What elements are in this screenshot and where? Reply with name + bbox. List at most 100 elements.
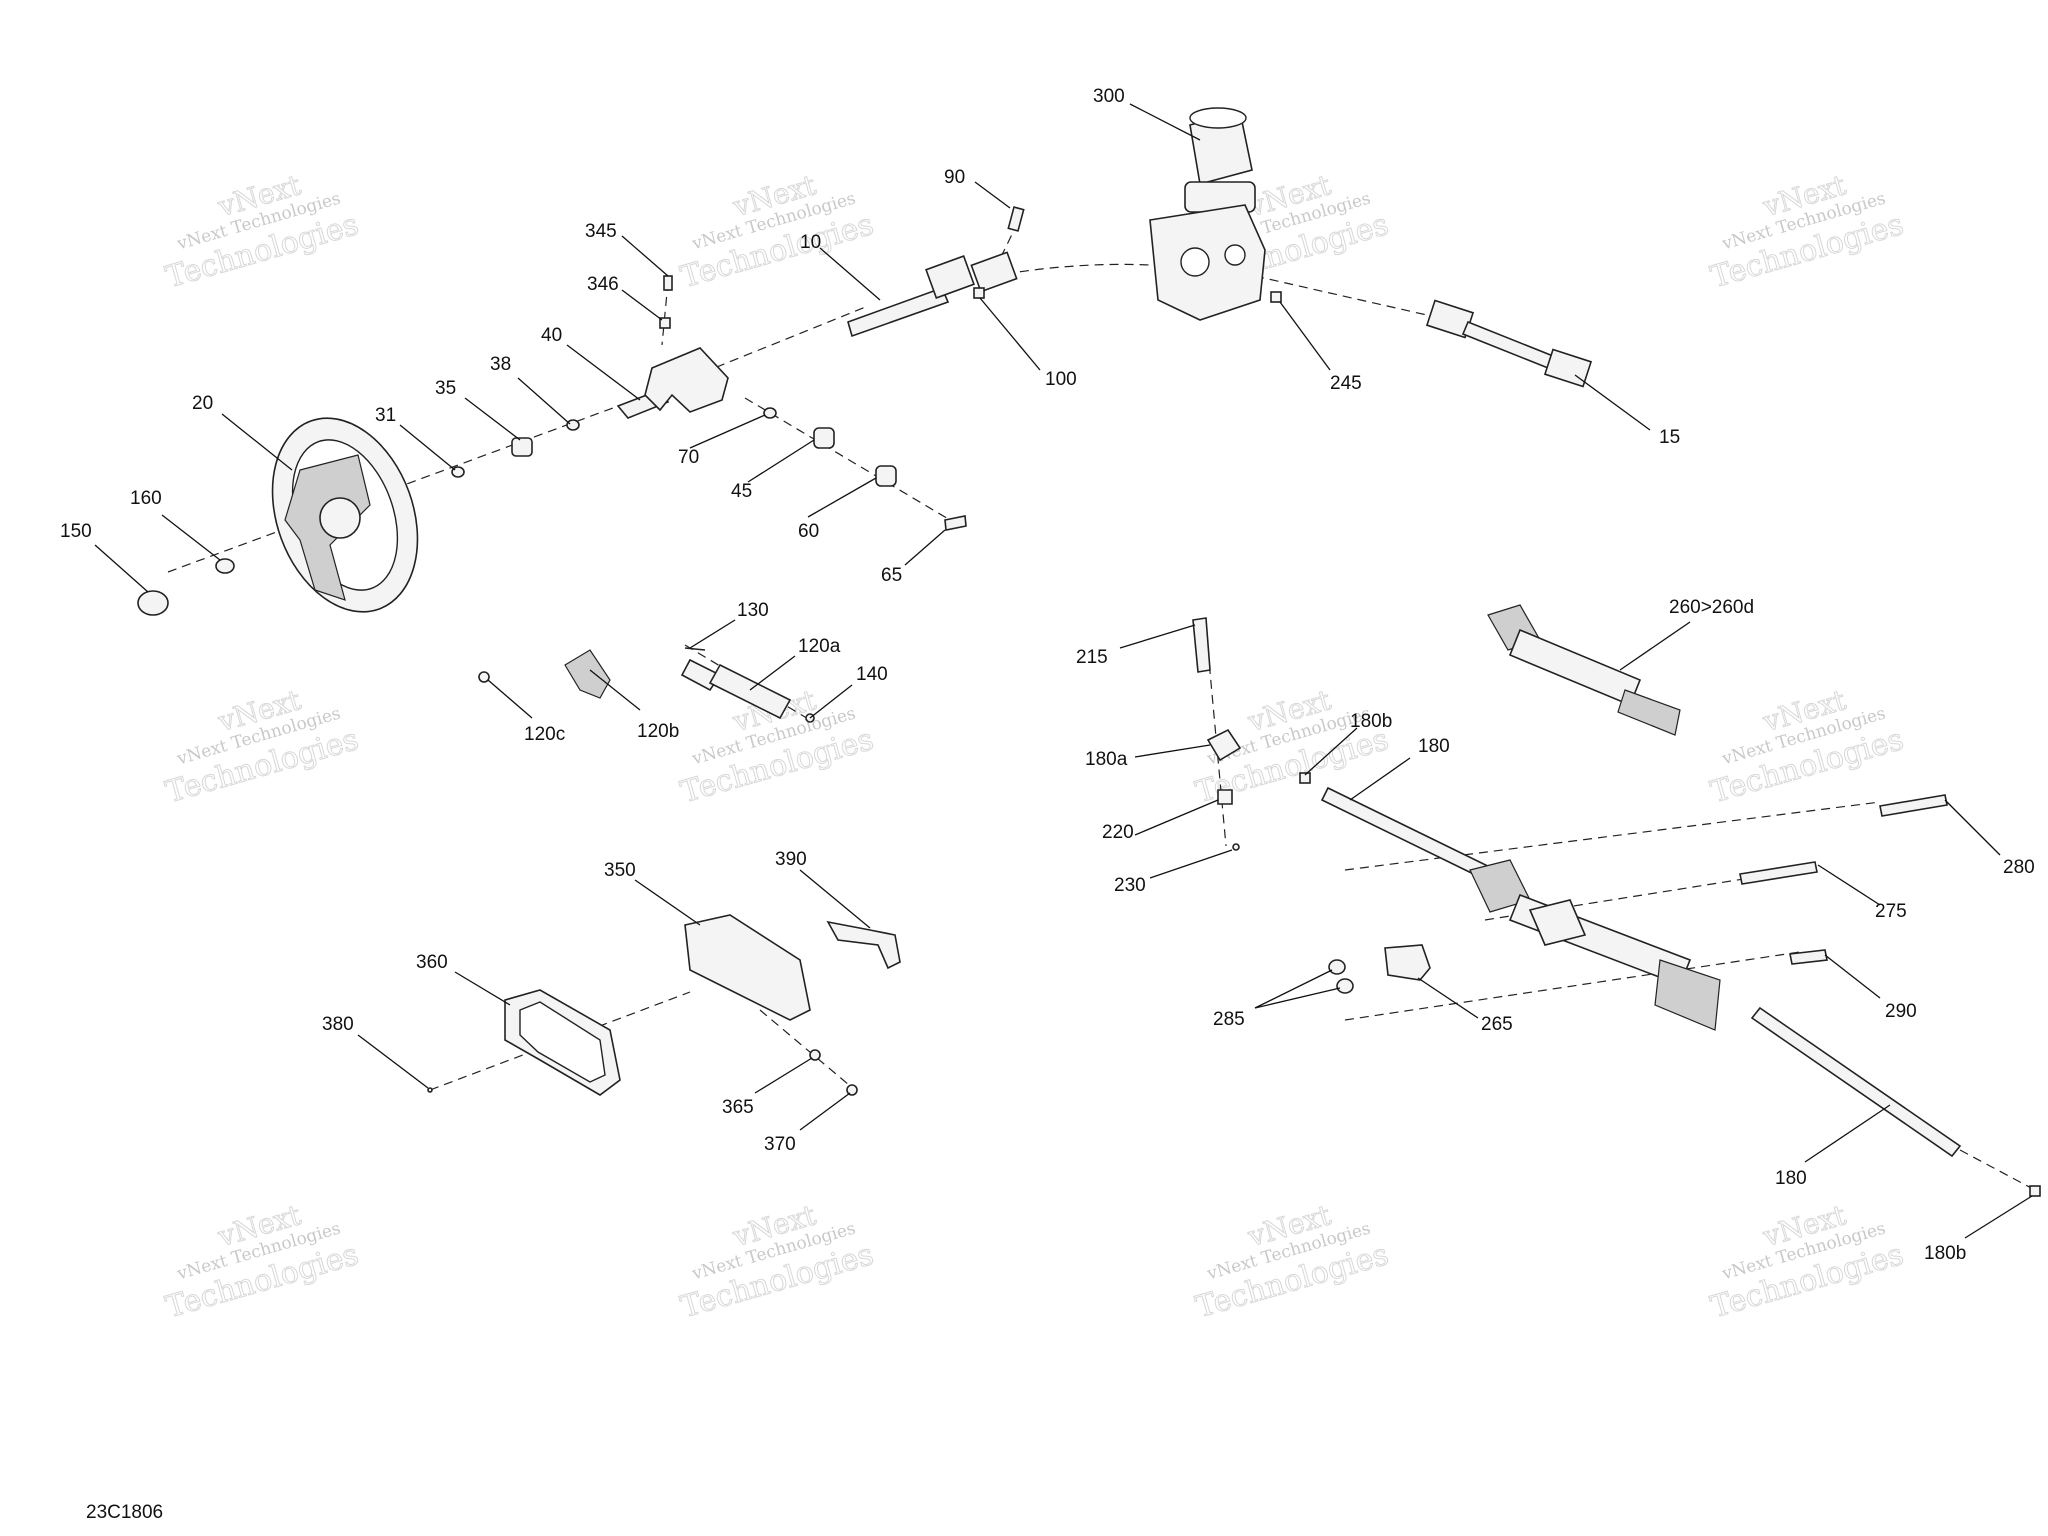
centerlines xyxy=(167,221,2036,1191)
nut xyxy=(1328,959,1346,975)
bolt xyxy=(1007,206,1025,232)
tilt-cylinder xyxy=(680,658,792,720)
clip xyxy=(684,647,706,651)
callout-60: 60 xyxy=(798,521,819,542)
leader-line xyxy=(1804,1104,1891,1163)
bolt xyxy=(1879,794,1948,817)
leader-line xyxy=(979,297,1041,371)
leader-line xyxy=(1944,799,2001,856)
leader-line xyxy=(1254,987,1341,1009)
callout-90: 90 xyxy=(944,167,965,188)
callout-346: 346 xyxy=(587,274,619,295)
leader-line xyxy=(974,181,1011,209)
leader-line xyxy=(1304,727,1358,776)
callout-35: 35 xyxy=(435,378,456,399)
lower-steering-shaft xyxy=(1425,299,1593,388)
callout-65: 65 xyxy=(881,565,902,586)
callout-45: 45 xyxy=(731,481,752,502)
centerline-tierod-end xyxy=(1959,1149,2036,1191)
centerline-tilt-bolt xyxy=(744,397,951,521)
bracket xyxy=(826,920,901,970)
callout-245: 245 xyxy=(1330,373,1362,394)
diagram-code: 23C1806 xyxy=(86,1502,164,1523)
callout-220: 220 xyxy=(1102,822,1134,843)
watermark: vNext vNext Technologies Technologies xyxy=(1706,168,1908,296)
leader-line xyxy=(1349,757,1411,801)
leader-line xyxy=(749,655,796,691)
leader-lines xyxy=(94,103,2033,1239)
tie-rod xyxy=(1750,1006,1962,1158)
callout-360: 360 xyxy=(416,952,448,973)
leader-line xyxy=(357,1034,429,1089)
callout-215: 215 xyxy=(1076,647,1108,668)
leader-line xyxy=(589,669,641,711)
bolt xyxy=(1739,861,1818,885)
leader-line xyxy=(747,439,815,483)
mounting-plate xyxy=(1384,944,1431,981)
callout-160: 160 xyxy=(130,488,162,509)
watermark: vNext vNext Technologies Technologies xyxy=(161,168,363,296)
bolt xyxy=(1789,949,1828,965)
nut-small xyxy=(1217,789,1233,805)
steering-wheel-cap xyxy=(137,590,169,616)
leader-line xyxy=(517,377,571,425)
callout-280: 280 xyxy=(2003,857,2035,878)
leader-line xyxy=(1254,969,1333,1009)
callout-390: 390 xyxy=(775,849,807,870)
callout-180a: 180a xyxy=(1085,749,1128,770)
nut-small xyxy=(1299,772,1311,784)
callout-40: 40 xyxy=(541,325,562,346)
leader-line xyxy=(487,679,533,719)
callout-380: 380 xyxy=(322,1014,354,1035)
ring xyxy=(566,419,580,431)
leader-line xyxy=(221,413,293,471)
callout-260-260d: 260>260d xyxy=(1669,597,1754,618)
centerline-gearbox-to-shaft15 xyxy=(1254,275,1441,319)
nut xyxy=(215,558,235,574)
ring xyxy=(478,671,490,683)
leader-line xyxy=(1574,374,1651,431)
bushing xyxy=(875,465,897,487)
power-steering-unit xyxy=(1149,107,1266,321)
tilt-bolt xyxy=(944,515,967,531)
leader-line xyxy=(799,869,871,929)
callout-290: 290 xyxy=(1885,1001,1917,1022)
leader-line xyxy=(94,544,149,593)
callout-120b: 120b xyxy=(637,721,679,742)
callout-365: 365 xyxy=(722,1097,754,1118)
callout-275: 275 xyxy=(1875,901,1907,922)
watermark: vNext vNext Technologies Technologies xyxy=(1706,1198,1908,1326)
callout-150: 150 xyxy=(60,521,92,542)
centerline-shaft-to-gearbox xyxy=(1004,263,1151,275)
callout-120a: 120a xyxy=(798,636,841,657)
bushing xyxy=(813,427,835,449)
callout-10: 10 xyxy=(800,232,821,253)
leader-line xyxy=(799,1092,851,1131)
callout-130: 130 xyxy=(737,600,769,621)
nut-small xyxy=(659,317,671,329)
watermark: vNext vNext Technologies Technologies xyxy=(161,683,363,811)
callout-100: 100 xyxy=(1045,369,1077,390)
leader-line xyxy=(1129,103,1201,141)
bushing xyxy=(511,437,533,457)
leader-line xyxy=(1417,977,1479,1019)
steering-rack xyxy=(1469,859,1721,1031)
leader-line xyxy=(454,971,511,1006)
leader-line xyxy=(904,529,946,566)
callout-370: 370 xyxy=(764,1134,796,1155)
cover-housing xyxy=(684,914,811,1021)
callout-300: 300 xyxy=(1093,86,1125,107)
leader-line xyxy=(1134,799,1219,836)
callout-140: 140 xyxy=(856,664,888,685)
leader-line xyxy=(1824,954,1881,999)
centerline-bolt290 xyxy=(1344,951,1801,1021)
tie-rod-end xyxy=(1206,728,1242,762)
leader-line xyxy=(1134,744,1211,758)
watermark: vNext vNext Technologies Technologies xyxy=(1706,683,1908,811)
centerline-bolt345 xyxy=(661,281,669,346)
watermark-layer: vNext vNext Technologies Technologies vN… xyxy=(161,168,1908,1326)
washer xyxy=(763,407,777,419)
callout-70: 70 xyxy=(678,447,699,468)
leader-line xyxy=(634,879,701,926)
